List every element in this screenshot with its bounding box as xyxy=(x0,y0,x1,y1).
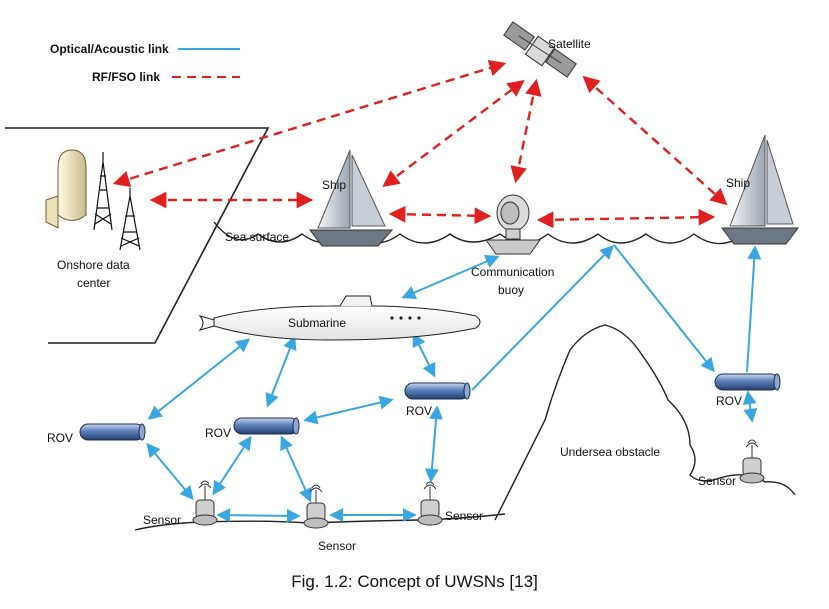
sensor-2-icon xyxy=(303,484,329,529)
rov-4-label: ROV xyxy=(716,394,742,408)
rov-2-label: ROV xyxy=(205,426,231,440)
rov-2-icon xyxy=(233,417,300,435)
sensor-4-label: Sensor xyxy=(698,474,736,488)
undersea-obstacle xyxy=(494,324,796,521)
ship-right-icon xyxy=(721,134,799,245)
ship-left-label: Ship xyxy=(322,178,346,192)
buoy-label-line1: Communication xyxy=(471,265,554,279)
ship-right-label: Ship xyxy=(726,176,750,190)
sensor-1-label: Sensor xyxy=(143,513,181,527)
sensor-3-icon xyxy=(417,481,443,526)
link-rov3-surface xyxy=(471,244,614,391)
communication-buoy-icon xyxy=(485,194,541,255)
link-rov3-sensor3 xyxy=(424,405,444,483)
submarine-icon xyxy=(198,295,481,341)
rf-link-satellite-ship xyxy=(582,75,728,206)
rf-link-ship-satellite xyxy=(382,79,525,188)
link-submarine-rov3 xyxy=(412,332,436,378)
sensor-4-icon xyxy=(739,439,765,484)
link-sensor1-sensor2 xyxy=(216,508,301,523)
rf-links xyxy=(112,59,728,229)
link-buoy-submarine xyxy=(401,254,500,300)
rov-1-icon xyxy=(79,423,146,441)
link-rov4-sensor4 xyxy=(742,390,758,423)
rf-link-satellite-buoy xyxy=(510,78,542,184)
rov-3-label: ROV xyxy=(406,404,432,418)
onshore-data-center-icon xyxy=(45,149,141,251)
satellite-label: Satellite xyxy=(548,37,591,51)
rov-1-label: ROV xyxy=(47,431,73,445)
link-surface-rov4 xyxy=(613,244,715,373)
link-submarine-rov1 xyxy=(147,338,251,420)
link-rov2-sensor2 xyxy=(280,435,312,503)
buoy-label-line2: buoy xyxy=(498,283,524,297)
legend-rf-label: RF/FSO link xyxy=(92,70,160,84)
rf-link-ship-buoy xyxy=(388,205,492,225)
rov-4-icon xyxy=(714,373,781,391)
figure-caption: Fig. 1.2: Concept of UWSNs [13] xyxy=(291,572,538,591)
rf-link-onshore-satellite xyxy=(112,59,507,188)
onshore-label-line2: center xyxy=(77,276,110,290)
sea-surface-label: Sea surface xyxy=(225,230,289,244)
link-rov1-sensor1 xyxy=(146,442,194,501)
link-rov2-sensor1 xyxy=(212,435,252,496)
sensor-1-icon xyxy=(192,480,218,526)
sensor-2-label: Sensor xyxy=(318,539,356,553)
legend-optical-label: Optical/Acoustic link xyxy=(50,42,169,56)
onshore-label-line1: Onshore data xyxy=(57,258,130,272)
rov-3-icon xyxy=(404,382,471,400)
link-rov4-ship xyxy=(746,245,762,373)
link-rov2-rov3 xyxy=(303,395,394,425)
submarine-label: Submarine xyxy=(288,316,346,330)
satellite-icon xyxy=(503,21,577,78)
sea-surface-waves xyxy=(213,221,791,245)
legend: Optical/Acoustic link RF/FSO link xyxy=(50,42,240,84)
obstacle-label: Undersea obstacle xyxy=(560,445,660,459)
rf-link-buoy-ship xyxy=(536,208,716,229)
ship-left-icon xyxy=(309,149,394,247)
sensor-3-label: Sensor xyxy=(445,509,483,523)
optical-links xyxy=(146,244,762,523)
link-submarine-rov2 xyxy=(265,335,297,408)
